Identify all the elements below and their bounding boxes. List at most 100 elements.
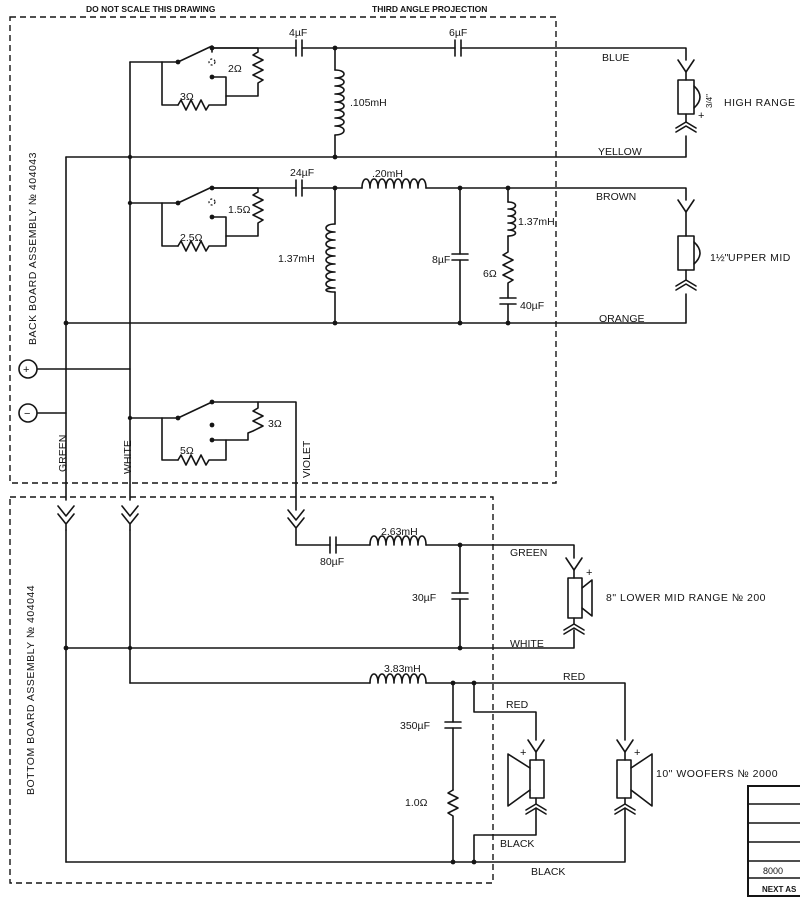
resistor-1ohm xyxy=(447,789,459,863)
svg-text:80µF: 80µF xyxy=(320,556,344,568)
svg-text:3Ω: 3Ω xyxy=(268,418,282,430)
svg-text:RED: RED xyxy=(506,699,529,711)
header-third-angle: THIRD ANGLE PROJECTION xyxy=(372,4,487,14)
svg-text:4µF: 4µF xyxy=(289,27,307,39)
svg-text:30µF: 30µF xyxy=(412,592,436,604)
title-block: 8000 NEXT AS xyxy=(747,785,800,897)
svg-text:8µF: 8µF xyxy=(432,254,450,266)
upper-15ohm-resistor xyxy=(211,187,264,237)
inductor-105mh xyxy=(334,69,345,136)
svg-text:ORANGE: ORANGE xyxy=(599,313,645,325)
lower-mid-label: 8" LOWER MID RANGE № 200 xyxy=(606,592,766,604)
svg-text:YELLOW: YELLOW xyxy=(598,146,642,158)
cap-80uf xyxy=(329,536,337,554)
upper-signal-b xyxy=(425,187,687,201)
high-tap-loop xyxy=(161,61,179,106)
svg-text:+: + xyxy=(634,747,640,759)
violet-lead xyxy=(257,401,297,511)
back-board-label: BACK BOARD ASSEMBLY № 404043 xyxy=(27,152,39,345)
cap-40uf xyxy=(499,297,517,324)
svg-text:1.37mH: 1.37mH xyxy=(518,216,555,228)
svg-text:+: + xyxy=(23,364,29,376)
svg-text:350µF: 350µF xyxy=(400,720,430,732)
cap-30uf xyxy=(451,592,469,600)
high-range-label: HIGH RANGE xyxy=(724,97,796,109)
svg-text:1.5Ω: 1.5Ω xyxy=(228,204,251,216)
yellow-return xyxy=(65,135,687,158)
high-signal-line xyxy=(211,47,687,61)
resistor-3ohm-low xyxy=(211,401,264,441)
black-inner-wire xyxy=(473,807,537,863)
upper-tap-loop xyxy=(161,202,179,247)
cap-350uf xyxy=(444,721,462,729)
svg-text:+: + xyxy=(586,567,592,579)
svg-text:1½": 1½" xyxy=(710,252,729,264)
woofers-label: 10" WOOFERS № 2000 xyxy=(656,768,778,780)
svg-text:2.5Ω: 2.5Ω xyxy=(180,232,203,244)
svg-text:1.37mH: 1.37mH xyxy=(278,253,315,265)
high-2ohm-resistor xyxy=(211,47,264,97)
cap-8uf xyxy=(451,253,469,261)
green-low-mid-wire xyxy=(425,544,575,559)
white-connector xyxy=(121,505,139,531)
cap-24uf xyxy=(295,179,303,197)
back-board-outline xyxy=(9,16,557,484)
inductor-137mh-left xyxy=(325,223,336,293)
svg-text:40µF: 40µF xyxy=(520,300,544,312)
svg-text:1.0Ω: 1.0Ω xyxy=(405,797,428,809)
inductor-20mh xyxy=(361,178,427,189)
header-do-not-scale: DO NOT SCALE THIS DRAWING xyxy=(86,4,216,14)
negative-terminal[interactable]: − xyxy=(18,403,38,423)
inductor-263mh xyxy=(369,535,427,546)
resistor-5ohm xyxy=(177,439,227,466)
svg-text:+: + xyxy=(520,747,526,759)
svg-text:NEXT AS: NEXT AS xyxy=(762,885,797,894)
white-low-mid-return xyxy=(65,629,575,649)
svg-text:GREEN: GREEN xyxy=(510,547,547,559)
red-inner-wire xyxy=(473,682,537,741)
svg-text:.20mH: .20mH xyxy=(372,168,403,180)
svg-text:BLACK: BLACK xyxy=(500,838,534,850)
woofer-right: + xyxy=(614,739,653,815)
upper-switch[interactable] xyxy=(161,186,213,204)
cap-4uf xyxy=(295,39,303,57)
svg-text:6Ω: 6Ω xyxy=(483,268,497,280)
high-switch[interactable] xyxy=(161,45,213,63)
svg-text:VIOLET: VIOLET xyxy=(301,440,313,478)
orange-return xyxy=(65,293,687,324)
svg-text:3Ω: 3Ω xyxy=(180,91,194,103)
inductor-137mh-right xyxy=(507,201,517,237)
cap-6uf xyxy=(454,39,462,57)
bottom-board-label: BOTTOM BOARD ASSEMBLY № 404044 xyxy=(25,585,37,795)
upper-mid-tweeter xyxy=(675,199,701,291)
svg-text:WHITE: WHITE xyxy=(510,638,544,650)
svg-text:3.83mH: 3.83mH xyxy=(384,663,421,675)
svg-text:BROWN: BROWN xyxy=(596,191,636,203)
violet-connector xyxy=(287,509,305,546)
resistor-6ohm xyxy=(502,235,514,299)
svg-text:GREEN: GREEN xyxy=(57,435,69,472)
lowmid-switch[interactable] xyxy=(161,401,213,419)
red-top-wire xyxy=(425,682,626,741)
svg-text:−: − xyxy=(24,408,30,420)
svg-text:3/4": 3/4" xyxy=(705,94,714,108)
high-range-tweeter: + xyxy=(675,59,704,133)
bottom-board-outline xyxy=(9,496,494,884)
svg-text:.105mH: .105mH xyxy=(350,97,387,109)
lower-mid-driver: + xyxy=(563,557,593,635)
svg-text:BLACK: BLACK xyxy=(531,866,565,878)
positive-terminal[interactable]: + xyxy=(18,359,38,379)
svg-text:5Ω: 5Ω xyxy=(180,445,194,457)
svg-text:+: + xyxy=(698,110,704,122)
svg-text:2.63mH: 2.63mH xyxy=(381,526,418,538)
svg-text:24µF: 24µF xyxy=(290,167,314,179)
inductor-383mh xyxy=(369,673,427,684)
svg-text:RED: RED xyxy=(563,671,586,683)
svg-text:2Ω: 2Ω xyxy=(228,63,242,75)
svg-text:BLUE: BLUE xyxy=(602,52,629,64)
svg-text:8000: 8000 xyxy=(763,866,783,876)
upper-mid-label: UPPER MID xyxy=(728,252,791,264)
svg-text:WHITE: WHITE xyxy=(122,440,134,474)
woofer-left: + xyxy=(507,739,547,815)
